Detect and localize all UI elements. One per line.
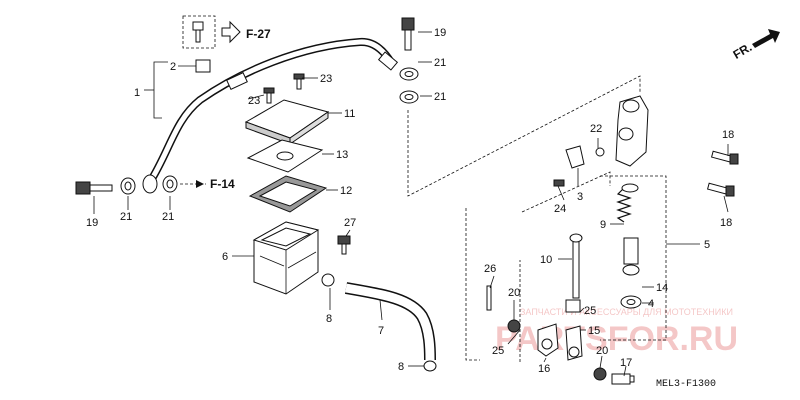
clevis (537, 323, 583, 361)
callout-14: 14 (656, 282, 668, 294)
callout-18b: 18 (720, 217, 732, 229)
brake-hose (142, 37, 399, 194)
ref-f27: F-27 (182, 15, 271, 49)
clip-8a (321, 273, 335, 287)
callout-1: 1 (134, 87, 140, 99)
svg-text:F-27: F-27 (246, 27, 271, 41)
callout-21c: 21 (434, 57, 446, 69)
callout-21a: 21 (120, 211, 132, 223)
svg-text:F-14: F-14 (210, 177, 235, 191)
callout-16: 16 (538, 363, 550, 375)
reservoir (252, 221, 320, 295)
callout-10: 10 (540, 254, 552, 266)
clip-8b (423, 360, 437, 372)
push-rod (569, 233, 583, 299)
callout-19a: 19 (86, 217, 98, 229)
diagram-code: MEL3-F1300 (656, 379, 716, 390)
callout-15: 15 (588, 325, 600, 337)
callout-25a: 25 (584, 305, 596, 317)
nut-20a (507, 319, 521, 333)
callout-3: 3 (577, 191, 583, 203)
master-cylinder (595, 95, 649, 167)
callout-9: 9 (600, 219, 606, 231)
callout-27: 27 (344, 217, 356, 229)
callout-21b: 21 (162, 211, 174, 223)
bolt-17 (611, 373, 635, 385)
callout-21d: 21 (434, 91, 446, 103)
callout-8b: 8 (398, 361, 404, 373)
svg-text:FR.: FR. (731, 40, 755, 62)
arrow-right-icon (221, 20, 241, 44)
callout-6: 6 (222, 251, 228, 263)
screw-24 (553, 179, 565, 187)
front-direction-indicator: FR. (731, 29, 780, 62)
hose-joint (565, 145, 585, 169)
callout-11: 11 (344, 108, 355, 120)
callout-20b: 20 (596, 345, 608, 357)
callout-17: 17 (620, 357, 632, 369)
callout-20a: 20 (508, 287, 520, 299)
bolt-19-top (401, 17, 415, 51)
cotter-pin (486, 285, 492, 311)
rod-joint (565, 299, 581, 313)
callout-22: 22 (590, 123, 602, 135)
callout-13: 13 (336, 149, 348, 161)
callout-8a: 8 (326, 313, 332, 325)
watermark-brand: PARTSFOR.RU (495, 320, 738, 358)
nut-20b (593, 367, 607, 381)
callout-leaders (93, 31, 729, 377)
bolt-19-left (75, 181, 113, 195)
callout-26: 26 (484, 263, 496, 275)
screw-23 (263, 73, 305, 104)
callout-7: 7 (378, 325, 384, 337)
callout-25b: 25 (492, 345, 504, 357)
callout-2: 2 (170, 61, 176, 73)
callout-labels: 1 2 3 4 5 6 7 8 8 9 10 11 12 13 14 15 16… (86, 27, 734, 375)
callout-4: 4 (648, 298, 654, 310)
arrow-front-icon (752, 29, 780, 48)
screw-27 (337, 235, 351, 255)
callout-23b: 23 (248, 95, 260, 107)
callout-19b: 19 (434, 27, 446, 39)
callout-12: 12 (340, 185, 352, 197)
callout-23a: 23 (320, 73, 332, 85)
watermark-text: ЗАПЧАСТИ И АКСЕССУАРЫ ДЛЯ МОТОТЕХНИКИ (520, 307, 733, 317)
ref-f14: F-14 (196, 177, 235, 191)
callout-5: 5 (704, 239, 710, 251)
piston-set (616, 183, 642, 309)
bolt-18 (706, 150, 739, 197)
callout-18a: 18 (722, 129, 734, 141)
callout-24: 24 (554, 203, 566, 215)
